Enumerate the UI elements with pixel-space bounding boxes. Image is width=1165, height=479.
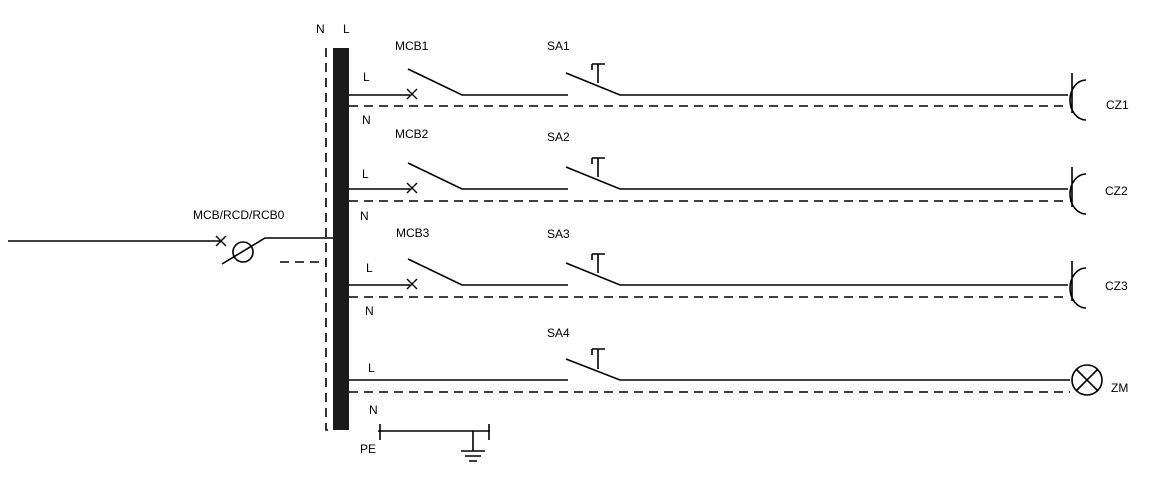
line-label: L (362, 167, 369, 181)
branch-1: L N MCB1 SA1 CZ1 (349, 39, 1129, 127)
breaker-blade (407, 68, 568, 96)
pe-n-label: N (369, 403, 378, 417)
branch-3: L N MCB3 SA3 CZ3 (349, 226, 1128, 318)
switch-blade (565, 72, 1068, 96)
neutral-label: N (360, 209, 369, 223)
switch-actuator-icon (591, 253, 605, 273)
socket-icon (1069, 261, 1087, 309)
pe-label: PE (360, 442, 376, 456)
main-breaker-rcd-icon (232, 241, 254, 263)
ground-icon (461, 431, 485, 462)
switch-actuator-icon (591, 157, 605, 177)
line-label: L (363, 70, 370, 84)
line-label: L (366, 261, 373, 275)
load-label: CZ3 (1105, 279, 1128, 293)
breaker-blade (407, 258, 568, 286)
load-label: CZ2 (1105, 184, 1128, 198)
branch-2: L N MCB2 SA2 CZ2 (349, 127, 1128, 223)
line-label: L (368, 361, 375, 375)
neutral-bus-line (325, 48, 333, 431)
switch-label: SA4 (547, 326, 570, 340)
socket-icon (1069, 73, 1087, 121)
busbar-n-label: N (316, 22, 325, 36)
load-label: CZ1 (1106, 98, 1129, 112)
lamp-icon (1071, 364, 1103, 396)
main-breaker-label: MCB/RCD/RCB0 (193, 208, 285, 222)
breaker-label: MCB1 (395, 39, 429, 53)
switch-blade (565, 166, 1068, 190)
switch-label: SA3 (547, 227, 570, 241)
switch-actuator-icon (591, 348, 605, 369)
busbar-l-label: L (343, 22, 350, 36)
breaker-label: MCB2 (395, 127, 429, 141)
main-breaker-x-icon (215, 235, 227, 247)
switch-blade (565, 358, 1070, 381)
load-label: ZM (1111, 381, 1128, 395)
breaker-x-icon (406, 88, 418, 100)
switch-actuator-icon (591, 63, 605, 83)
switch-label: SA1 (547, 39, 570, 53)
neutral-label: N (365, 304, 374, 318)
switch-blade (565, 262, 1068, 286)
busbar-l (333, 48, 349, 430)
switch-label: SA2 (547, 130, 570, 144)
neutral-label: N (362, 113, 371, 127)
socket-icon (1069, 167, 1087, 215)
branch-4: L SA4 ZM (349, 326, 1128, 396)
lamp-cross (1075, 368, 1099, 392)
breaker-label: MCB3 (396, 226, 430, 240)
main-breaker-blade (221, 237, 333, 265)
breaker-x-icon (406, 278, 418, 290)
breaker-blade (407, 162, 568, 190)
breaker-x-icon (406, 182, 418, 194)
